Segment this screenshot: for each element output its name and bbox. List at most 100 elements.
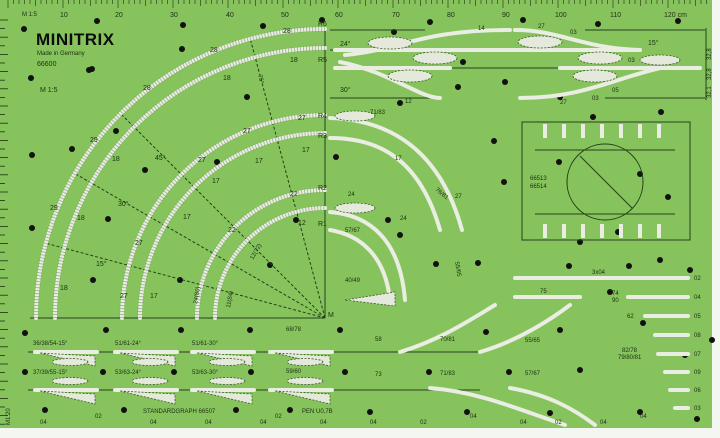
hole (637, 409, 643, 415)
arc-label: 27 (198, 157, 206, 164)
hole (178, 327, 184, 333)
turnout-label: 51/61-24° (115, 341, 142, 347)
track-code: 04 (150, 420, 157, 426)
maker-label: STANDARDGRAPH 66507 (143, 409, 216, 415)
track-code: 03 (694, 406, 701, 412)
arc-label: 17 (302, 147, 310, 154)
hole (665, 194, 671, 200)
straight-tracks: 3x04 75 74 90 62 82/78 79/80/81 02 04 05… (513, 270, 701, 412)
ruler-label: 120 cm (664, 12, 687, 19)
hole (577, 367, 583, 373)
arc-label: 17 (150, 293, 158, 300)
track-code: 04 (260, 420, 267, 426)
track-label: 40/49 (345, 278, 361, 284)
hole (502, 79, 508, 85)
hole (28, 75, 34, 81)
turnout-label: 51/61-30° (192, 341, 219, 347)
hole (426, 369, 432, 375)
ruler-label: 20 (115, 12, 123, 19)
radius-label: R6 (318, 21, 327, 28)
turnout-cutout (196, 390, 253, 405)
track-code: 05 (694, 314, 701, 320)
track-label: 82/78 (622, 348, 638, 354)
hole (464, 409, 470, 415)
hole (233, 407, 239, 413)
hole (607, 289, 613, 295)
turntable-label: 66513 (530, 176, 547, 182)
track-label: 71/83 (370, 110, 386, 116)
track-code: 04 (40, 420, 47, 426)
hole (506, 369, 512, 375)
turnout-cutout (131, 358, 169, 366)
hole (427, 19, 433, 25)
hole (103, 327, 109, 333)
top-turnout-area: 24° 15° 30° 14 27 03 12 27 03 05 03 32,8… (330, 24, 713, 106)
hole (94, 18, 100, 24)
track-label: 74 (612, 291, 619, 297)
track-code: 07 (694, 352, 701, 358)
track-code: 02 (420, 420, 427, 426)
hole (590, 114, 596, 120)
ruler-label: 80 (447, 12, 455, 19)
arc-label: 17 (212, 178, 220, 185)
track-label: 27 (455, 194, 462, 200)
turnout-label: 58 (375, 337, 382, 343)
track-label: 57/67 (345, 228, 361, 234)
curve-track (34, 27, 327, 320)
ruler-label: 110 (610, 12, 621, 19)
angle-label: 15° (96, 260, 107, 268)
track-code: 06 (694, 388, 701, 394)
track-code: 04 (600, 420, 607, 426)
arc-label: 27 (243, 128, 251, 135)
arc-label: 27 (135, 240, 143, 247)
curved-track-cutouts (33, 26, 327, 320)
hole (121, 407, 127, 413)
turnout-label: 70/81 (440, 337, 456, 343)
arc-label: 29 (90, 137, 98, 144)
track-code: 04 (520, 420, 527, 426)
track-label: 79/80/81 (618, 355, 642, 361)
ruler-label: 30 (170, 12, 178, 19)
turnout-cutout (51, 377, 89, 385)
ruler-label: 32,1 (707, 86, 713, 98)
track-code: 04 (694, 295, 701, 301)
hole (455, 84, 461, 90)
hole (460, 59, 466, 65)
track-code: 02 (95, 414, 102, 420)
turnout-label: 57/67 (525, 371, 541, 377)
angle-label: 24° (340, 40, 351, 48)
track-label: 12 (405, 99, 412, 105)
track-label: 14 (478, 26, 485, 32)
curve-track (53, 46, 327, 320)
track-code: 04 (640, 414, 647, 420)
angle-label: 75° (256, 74, 264, 85)
hole (142, 167, 148, 173)
hole (100, 369, 106, 375)
hole (397, 100, 403, 106)
track-label: 03 (570, 30, 577, 36)
hole (491, 138, 497, 144)
curve-track (120, 113, 327, 320)
ruler-label: 32,8 (707, 68, 713, 80)
hole (475, 260, 481, 266)
mounting-holes (21, 17, 715, 422)
scale-label: M 1:5 (40, 87, 58, 94)
brand-logo: MINITRIX (36, 30, 115, 49)
turnout-label: 68/78 (286, 327, 302, 333)
track-code: 04 (205, 420, 212, 426)
track-label: 03 (592, 96, 599, 102)
arc-label: 22 (290, 191, 298, 198)
hole (385, 217, 391, 223)
hole (337, 327, 343, 333)
track-label: 24 (348, 192, 355, 198)
side-scale-label: M1:20 (6, 408, 12, 425)
angle-label: 45° (155, 154, 166, 162)
turnout-cutout (39, 390, 96, 405)
turnout-cutout (286, 377, 324, 385)
hole (333, 154, 339, 160)
hole (556, 159, 562, 165)
track-code: 02 (275, 414, 282, 420)
hole (293, 217, 299, 223)
